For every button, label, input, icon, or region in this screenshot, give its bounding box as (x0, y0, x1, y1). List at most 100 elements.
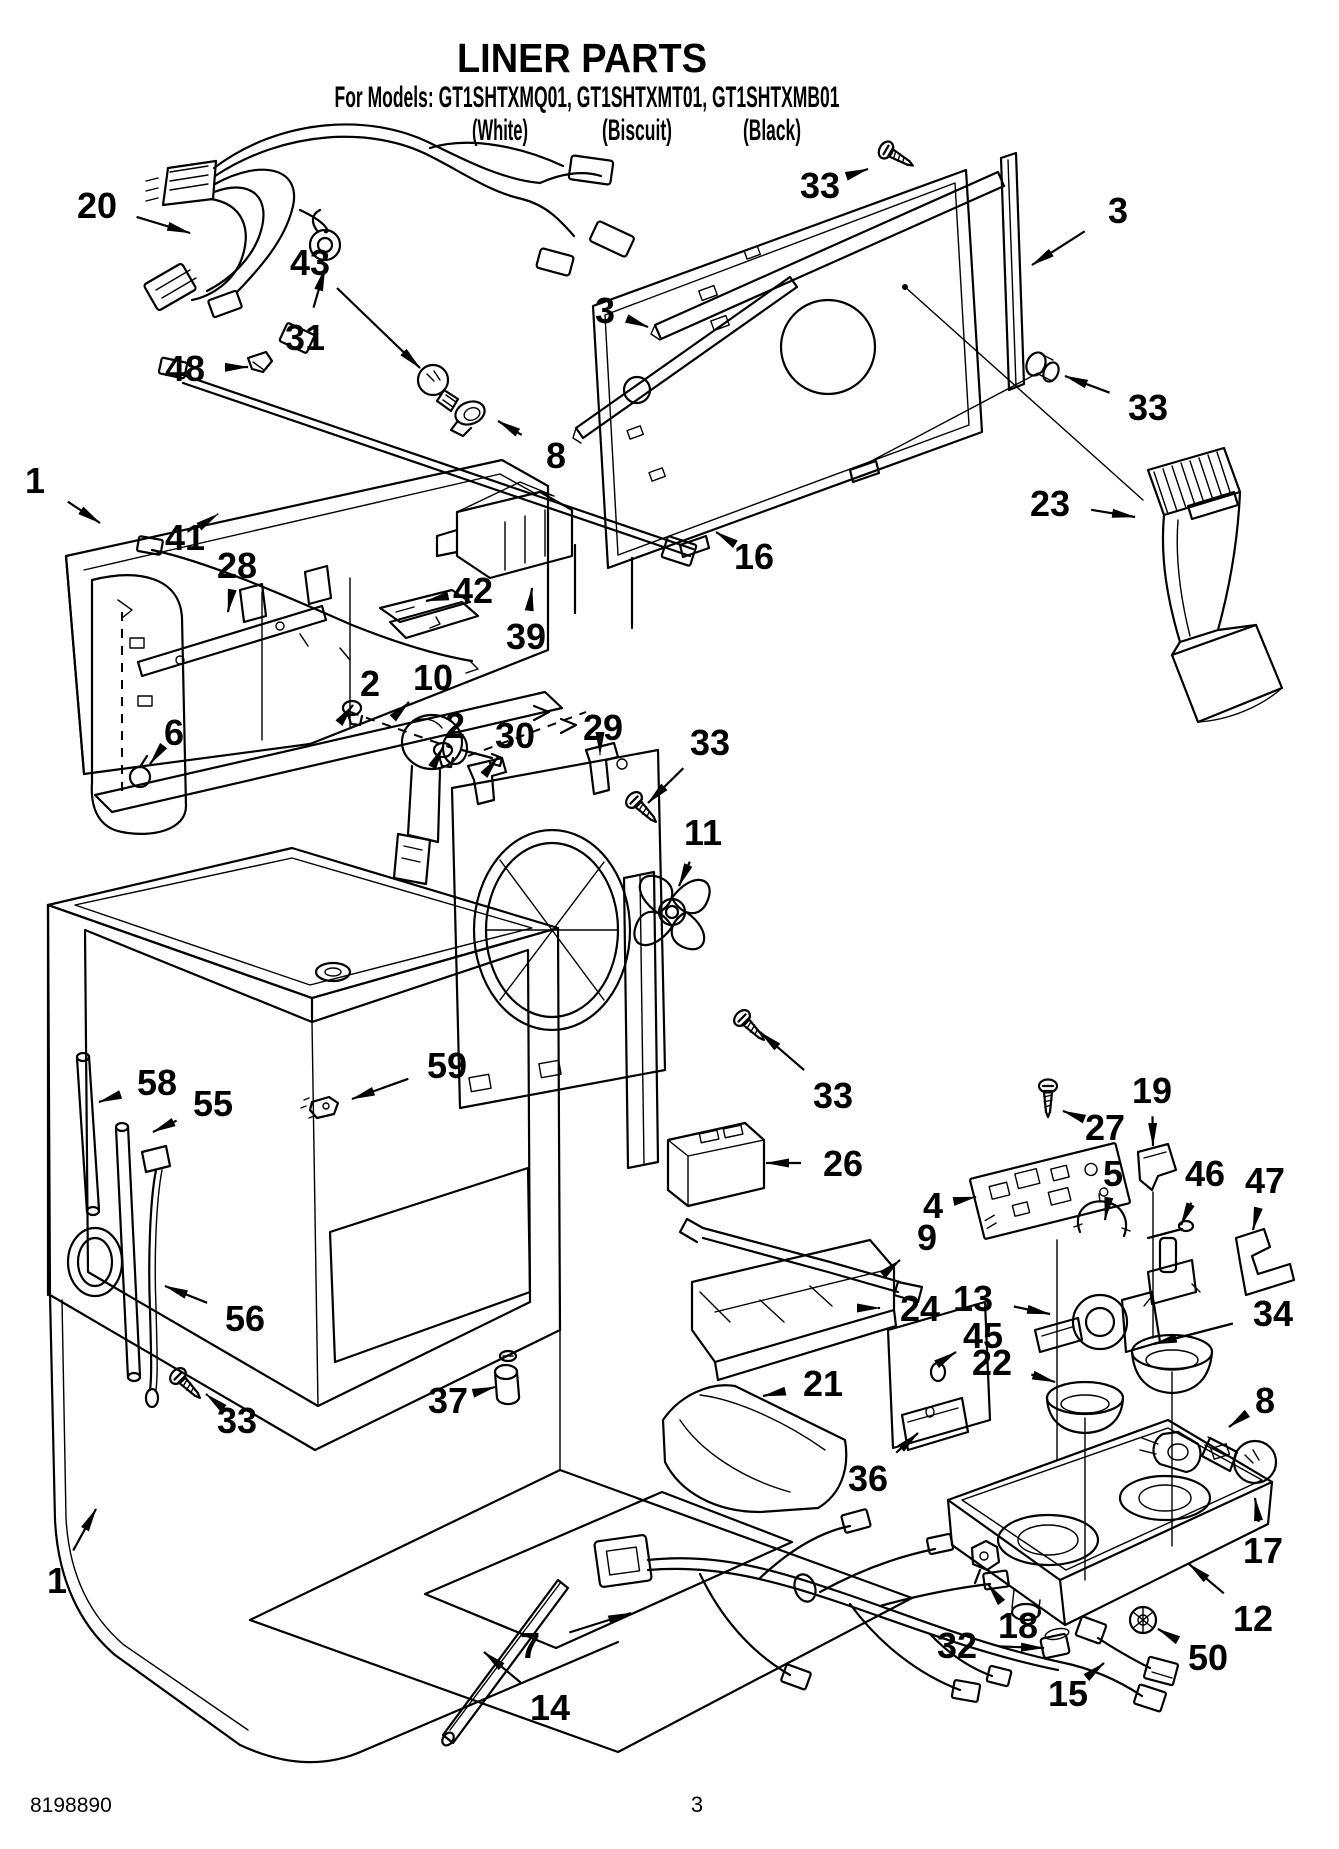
part-29-bracket-drawing (584, 741, 628, 796)
callout-59: 59 (351, 1045, 467, 1101)
callout-20: 20 (77, 185, 191, 235)
part-11-fan-blade-drawing (633, 874, 711, 951)
svg-text:30: 30 (495, 715, 535, 756)
callout-16: 16 (715, 531, 774, 577)
exploded-axis-lines (1056, 1191, 1173, 1581)
part-37-roller-drawing (493, 1349, 521, 1406)
svg-text:27: 27 (1085, 1107, 1125, 1148)
part-3-trim-right-drawing (999, 151, 1026, 392)
callout-8: 8 (497, 420, 566, 476)
part-47-bracket-drawing (1234, 1227, 1296, 1297)
doc-number: 8198890 (30, 1794, 112, 1817)
callout-43: 43 (290, 242, 421, 369)
callout-31: 31 (285, 267, 327, 358)
callout-3: 3 (595, 290, 649, 331)
svg-text:11: 11 (684, 812, 722, 853)
svg-text:22: 22 (972, 1342, 1012, 1383)
part-29-fan-shroud-drawing (450, 748, 667, 1170)
callout-24: 24 (857, 1288, 940, 1329)
part-22-drain-cup-drawing (1045, 1380, 1125, 1435)
svg-text:26: 26 (823, 1143, 863, 1184)
part-24-air-duct-drawing (690, 1238, 898, 1382)
svg-text:20: 20 (77, 185, 117, 226)
svg-text:46: 46 (1185, 1153, 1225, 1194)
callout-3: 3 (1031, 190, 1128, 266)
callout-19: 19 (1132, 1070, 1172, 1147)
callout-39: 39 (506, 587, 546, 657)
callout-21: 21 (762, 1363, 843, 1404)
svg-text:10: 10 (413, 657, 453, 698)
callout-45: 45 (934, 1315, 1003, 1369)
part-4-control-board-drawing (969, 1142, 1131, 1240)
svg-text:48: 48 (165, 348, 205, 389)
part-13-defrost-timer-drawing (1033, 1290, 1162, 1354)
part-8-lamp-socket-drawing (449, 400, 486, 438)
part-6-grommet-drawing (128, 754, 152, 789)
color-variant-white: (White) (472, 114, 528, 147)
callout-55: 55 (152, 1083, 233, 1133)
part-43-bulb-drawing (416, 363, 460, 413)
svg-text:55: 55 (193, 1083, 233, 1124)
part-15-jumper-wire-drawing (1074, 1615, 1179, 1687)
part-26-damper-drawing (666, 1121, 766, 1208)
svg-text:58: 58 (137, 1062, 177, 1103)
callout-34: 34 (1153, 1293, 1293, 1346)
svg-text:56: 56 (225, 1298, 265, 1339)
callout-33: 33 (800, 165, 869, 206)
svg-text:33: 33 (813, 1075, 853, 1116)
callout-23: 23 (1030, 483, 1136, 524)
svg-text:1: 1 (47, 1560, 67, 1601)
svg-text:6: 6 (164, 712, 184, 753)
callout-4: 4 (923, 1185, 977, 1226)
drain-tube-loop-drawing (66, 1226, 124, 1298)
panel-leader-lines (861, 284, 1144, 501)
part-59-clip-drawing (300, 1095, 340, 1120)
svg-text:32: 32 (937, 1625, 977, 1666)
callout-22: 22 (972, 1342, 1056, 1384)
part-17-bulb-drawing (1200, 1436, 1278, 1485)
part-14-tube-drawing (441, 1578, 570, 1747)
callout-56: 56 (164, 1284, 265, 1339)
svg-text:34: 34 (1253, 1293, 1293, 1334)
callout-8: 8 (1228, 1380, 1275, 1428)
svg-text:47: 47 (1245, 1160, 1285, 1201)
part-33-grommet-drawing (1025, 351, 1060, 383)
svg-text:24: 24 (900, 1288, 940, 1329)
part-56-thermostat-drawing (140, 1144, 172, 1409)
part-48-clip-drawing (246, 350, 274, 374)
page-number: 3 (691, 1792, 703, 1817)
callout-50: 50 (1157, 1628, 1228, 1678)
callout-1: 1 (25, 460, 101, 524)
svg-text:33: 33 (800, 165, 840, 206)
svg-text:39: 39 (506, 616, 546, 657)
callout-47: 47 (1245, 1160, 1285, 1231)
part-21-duct-cover-drawing (661, 1384, 848, 1514)
color-variant-biscuit: (Biscuit) (602, 114, 672, 147)
svg-text:14: 14 (530, 1687, 570, 1728)
models-subtitle: For Models: GT1SHTXMQ01, GT1SHTXMT01, GT… (335, 81, 840, 114)
callout-11: 11 (677, 812, 722, 887)
callout-41: 41 (165, 513, 219, 558)
svg-text:28: 28 (217, 545, 257, 586)
svg-text:18: 18 (998, 1605, 1038, 1646)
callout-26: 26 (765, 1143, 863, 1184)
svg-text:43: 43 (290, 242, 330, 283)
part-28-bracket-drawing (136, 564, 333, 678)
part-1-freezer-liner-drawing (64, 458, 564, 836)
part-8-socket-lower-drawing (1139, 1430, 1202, 1474)
callout-29: 29 (583, 707, 623, 756)
part-1-refrigerator-liner-drawing (46, 846, 914, 1764)
callout-27: 27 (1062, 1107, 1125, 1148)
part-23-water-filter-drawing (1146, 446, 1284, 724)
svg-text:36: 36 (848, 1458, 888, 1499)
callout-6: 6 (149, 712, 184, 765)
svg-text:2: 2 (360, 663, 380, 704)
callout-32: 32 (937, 1625, 1045, 1666)
svg-text:3: 3 (595, 290, 615, 331)
part-3-trim-top-drawing (650, 170, 1006, 341)
svg-text:59: 59 (427, 1045, 467, 1086)
callout-10: 10 (389, 657, 453, 722)
callout-28: 28 (217, 545, 257, 613)
callout-12: 12 (1188, 1563, 1273, 1639)
